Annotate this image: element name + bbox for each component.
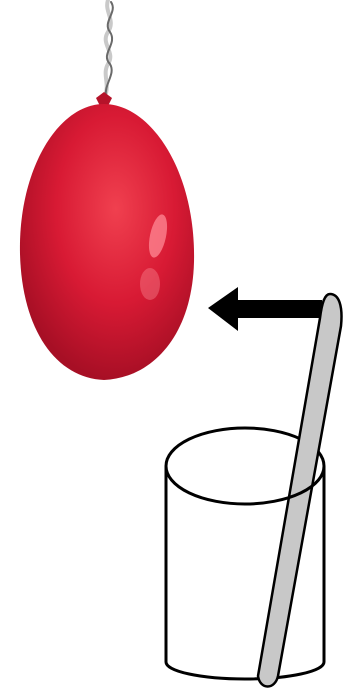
balloon-icon [20,92,194,380]
balloon-body [20,104,194,380]
arrow-shape [208,287,322,331]
arrow-left-icon [208,287,322,331]
balloon-shine [140,268,160,300]
balloon-knot [96,92,112,106]
balloon-string [105,0,113,96]
